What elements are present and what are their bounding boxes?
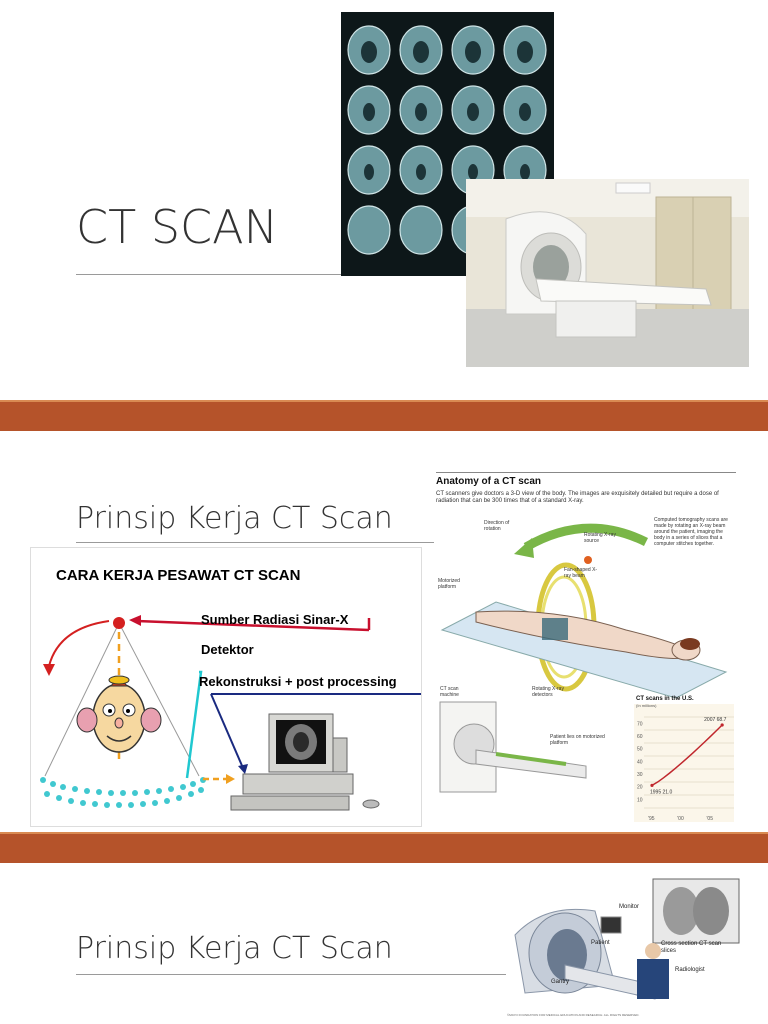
ct-anatomy-infographic: Anatomy of a CT scan CT scanners give do… [436,472,736,827]
slide-separator-1 [0,400,768,431]
diagram-graphics [40,615,421,811]
label-patient: Patient [591,940,610,946]
label-ct-machine: CT scan machine [440,686,459,698]
chart-xtick: '00 [677,816,684,822]
chart-ytick: 10 [637,797,643,803]
slide-3-title-rule [76,974,506,975]
label-patient-platform: Patient lies on motorized platform [550,734,605,746]
copyright-notice: ©MAYO FOUNDATION FOR MEDICAL EDUCATION A… [507,1013,640,1017]
diagram-heading: CARA KERJA PESAWAT CT SCAN [56,567,301,584]
infographic-graphics: 10 20 30 40 50 60 70 '95 '00 '05 1995 21.0 2007 68.… [439,523,734,822]
chart-ytick: 60 [637,734,643,740]
chart-data-label: 2007 68.7 [704,717,726,723]
chart-ytick: 70 [637,721,643,727]
slide-1-title: CT SCAN [76,200,279,254]
slide-2-title: Prinsip Kerja CT Scan [76,501,393,536]
chart-ytick: 50 [637,747,643,753]
chart-data-label: 1995 21.0 [650,789,672,795]
chart-point [720,723,724,727]
infographic-title: Anatomy of a CT scan [436,476,542,487]
slide-separator-2 [0,832,768,863]
ct-working-diagram: CARA KERJA PESAWAT CT SCAN [30,547,422,827]
chart-xtick: '05 [706,816,713,822]
chart-unit: (In millions) [636,703,657,708]
slide-1-title-rule [76,274,344,275]
label-rotating-detectors: Rotating X-ray detectors [532,686,564,698]
infographic-intro: CT scanners give doctors a 3-D view of t… [436,491,719,504]
label-motorized-platform: Motorized platform [438,578,460,590]
label-monitor: Monitor [619,904,640,910]
chart-ytick: 20 [637,785,643,791]
ct-machine-photo [466,179,749,367]
chart-ytick: 30 [637,772,643,778]
label-detector: Detektor [201,642,254,657]
label-cross-section: Cross section CT scan slices [661,941,722,954]
slide-3-title: Prinsip Kerja CT Scan [76,931,393,966]
label-computed-tomography: Computed tomography scans are made by ro… [654,517,728,547]
ct-scanner-illustration: Monitor Patient Gantry Cross section CT … [505,875,745,1021]
chart-xtick: '95 [648,816,655,822]
label-radiologist: Radiologist [675,967,705,973]
label-direction-rotation: Direction of rotation [484,520,510,532]
slide-2: Prinsip Kerja CT Scan CARA KERJA PESAWAT… [0,431,768,832]
label-rotating-source: Rotating X-ray source [584,532,616,544]
chart-title: CT scans in the U.S. [636,696,694,702]
label-fan-beam: Fan-shaped X-ray beam [564,567,598,579]
chart-series-line [651,724,723,787]
chart-point [650,783,654,787]
slide-3: Prinsip Kerja CT Scan Monitor Patient Ga… [0,863,768,1024]
slide-1: CT SCAN [0,0,768,400]
label-radiation-source: Sumber Radiasi Sinar-X [201,612,349,627]
chart-ytick: 40 [637,759,643,765]
label-reconstruction: Rekonstruksi + post processing [199,674,397,689]
slide-2-title-rule [76,542,434,543]
ct-film-image [341,12,554,276]
label-gantry: Gantry [551,979,570,985]
